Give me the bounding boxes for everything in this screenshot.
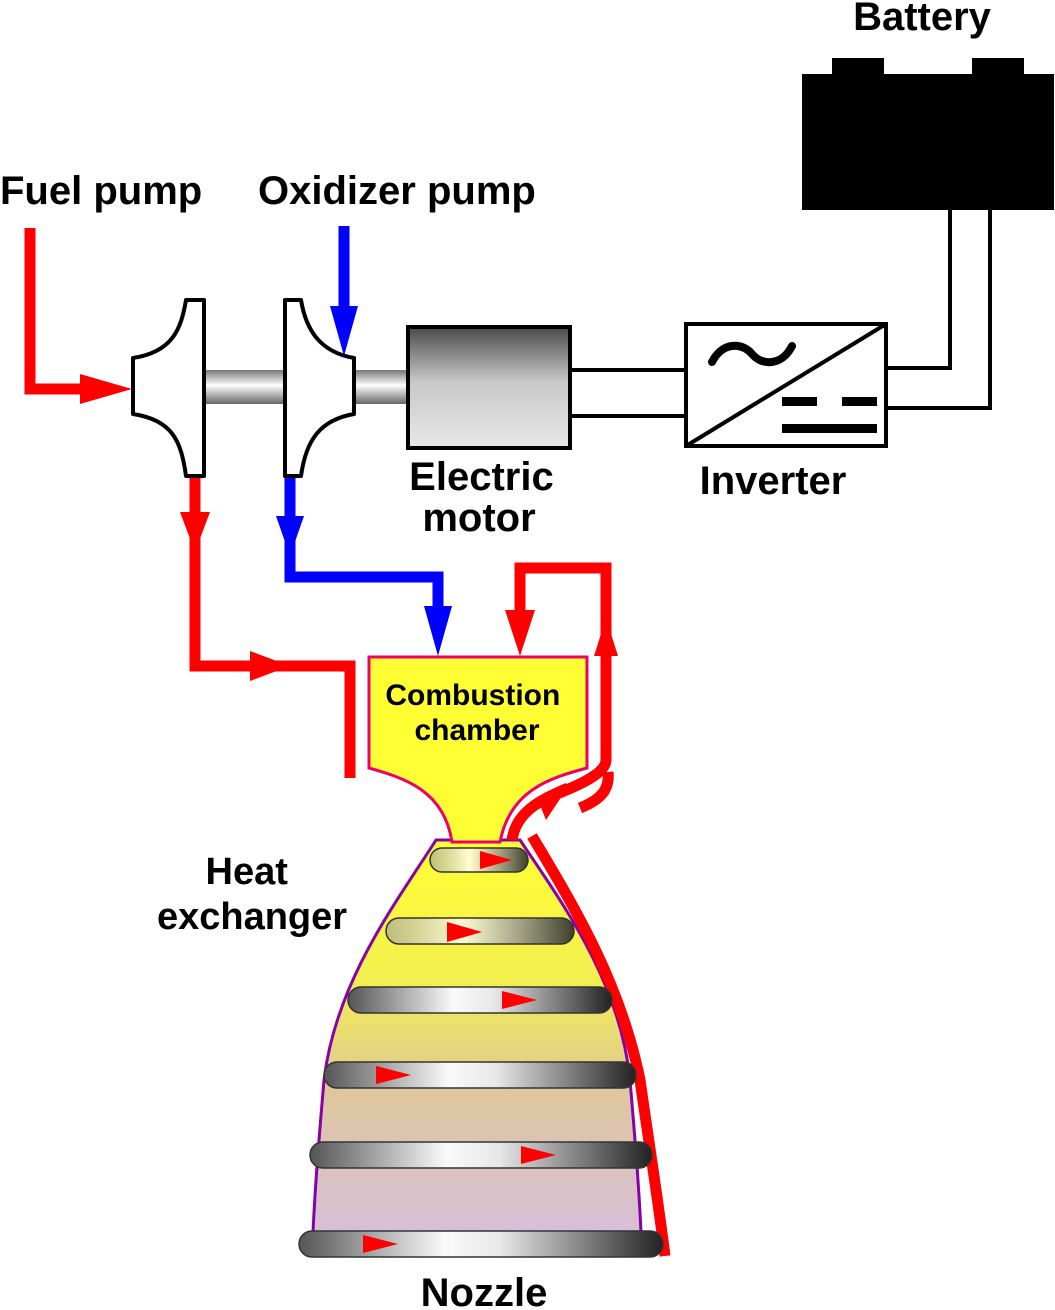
fuel-pump	[131, 298, 206, 478]
inverter	[684, 322, 888, 448]
combustion-chamber-label: Combustion chamber	[385, 679, 568, 747]
battery	[802, 58, 1054, 210]
heat-exchanger-tube	[298, 1230, 664, 1258]
tilde-icon	[708, 341, 796, 367]
heat-exchanger-arrows	[363, 851, 556, 1253]
electric-motor	[406, 325, 572, 450]
heat-exchanger-tubes	[298, 847, 664, 1258]
battery-label: Battery	[853, 0, 992, 39]
fuel-outlet-arrow	[180, 512, 210, 552]
oxidizer-pump	[283, 298, 356, 478]
oxidizer-outlet-arrow	[276, 516, 304, 556]
fuel-feed-arrow	[250, 651, 290, 681]
inverter-label: Inverter	[700, 459, 847, 503]
fuel-return-arrow	[594, 618, 618, 656]
fuel-chamber-arrow	[505, 610, 535, 656]
heat-exchanger-tube	[429, 847, 529, 873]
battery-inverter-wires	[886, 208, 992, 410]
fuel-jacket-arrow	[538, 790, 566, 820]
nozzle-body	[310, 838, 644, 1258]
heat-exchanger-label: Heat exchanger	[157, 851, 347, 938]
nozzle-label: Nozzle	[421, 1271, 548, 1310]
combustion-chamber	[367, 655, 589, 844]
flow-arrows	[80, 306, 618, 820]
dc-bars-icon	[782, 397, 877, 433]
oxidizer-chamber-arrow	[424, 606, 452, 656]
battery-body	[802, 74, 1054, 210]
fuel-pump-label: Fuel pump	[0, 169, 202, 213]
battery-terminal-right	[972, 58, 1024, 78]
oxidizer-pump-label: Oxidizer pump	[258, 169, 536, 213]
heat-exchanger-tube	[385, 917, 575, 945]
oxidizer-inlet-arrow	[330, 306, 358, 356]
inverter-motor-wires	[570, 368, 686, 418]
heat-exchanger-tube	[323, 1061, 637, 1089]
heat-exchanger-tube	[347, 986, 613, 1014]
electric-motor-label: Electric motor	[409, 455, 565, 540]
battery-terminal-left	[832, 58, 884, 78]
fuel-inlet-arrow	[80, 374, 132, 404]
heat-exchanger-tube	[309, 1141, 653, 1169]
